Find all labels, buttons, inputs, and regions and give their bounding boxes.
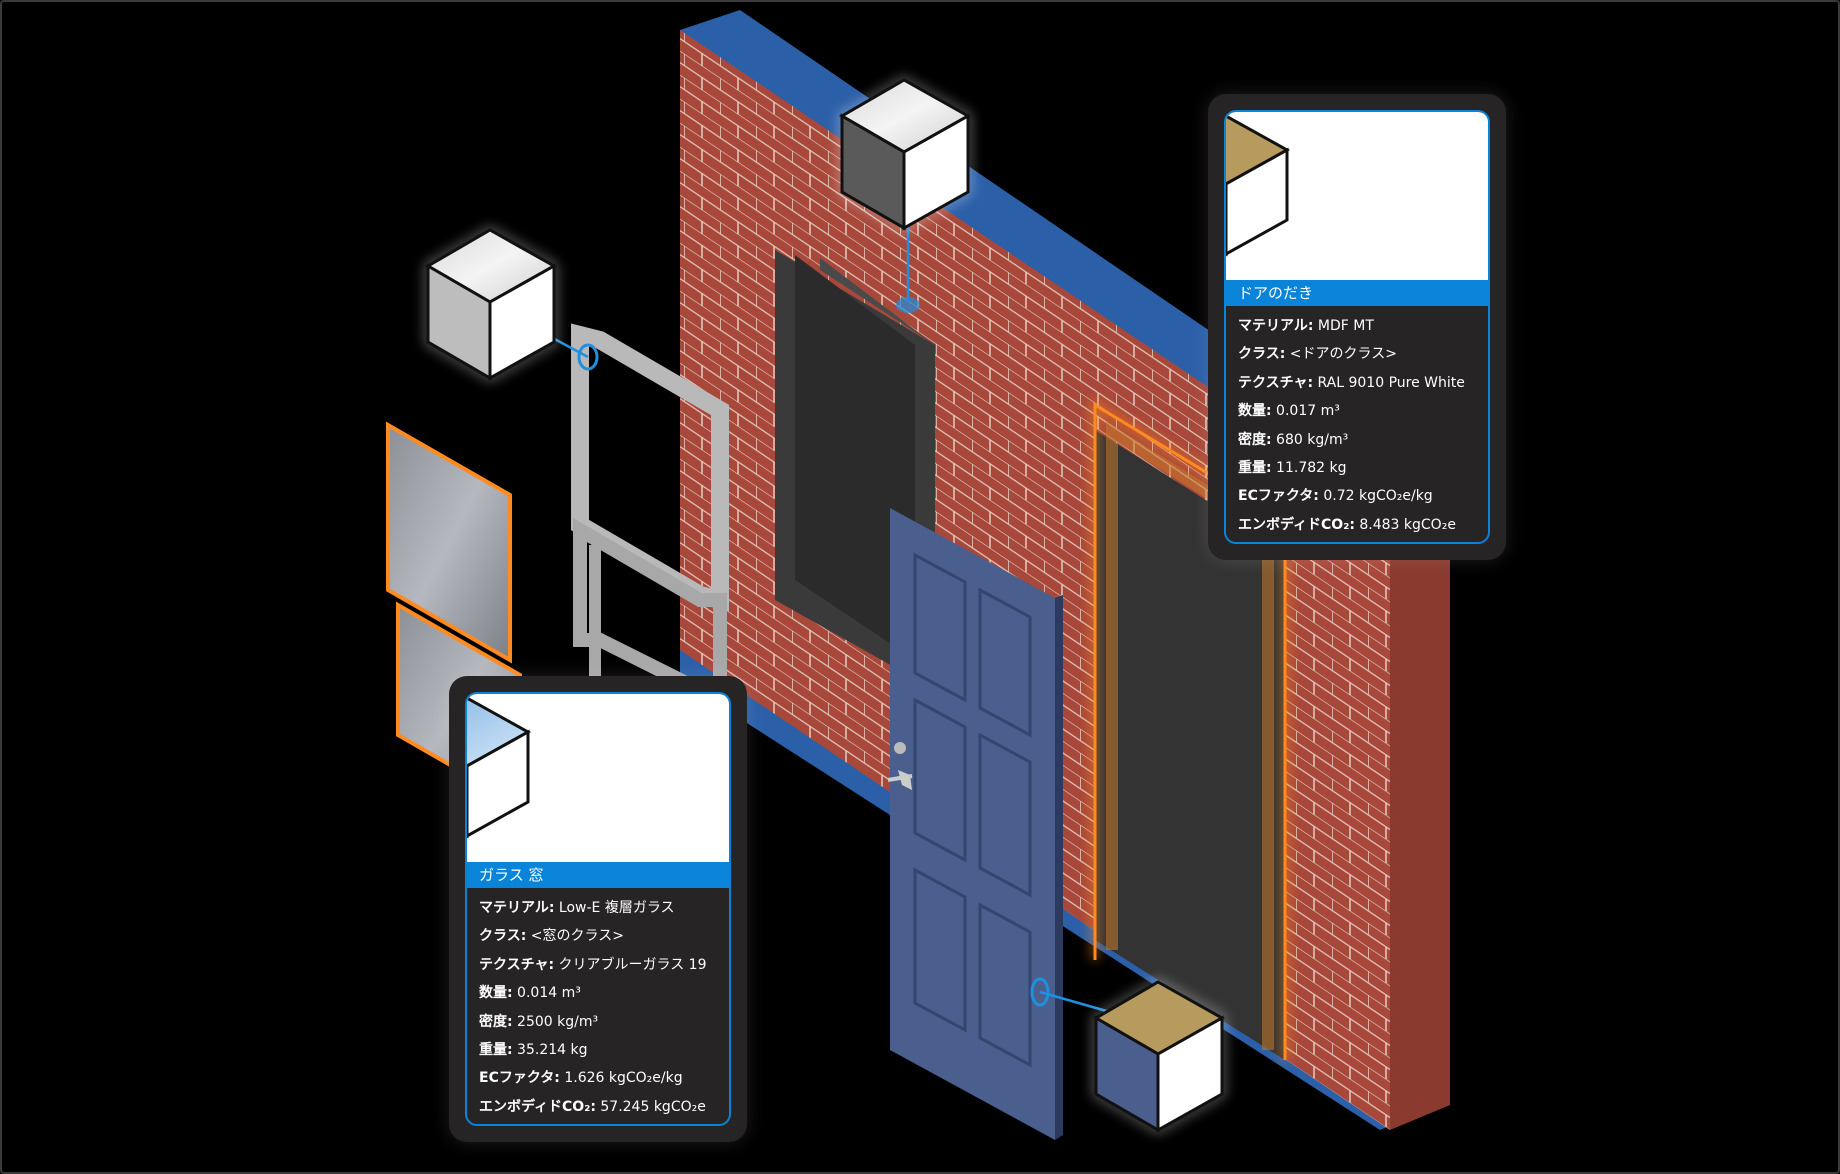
- property-row: ECファクタ: 0.72 kgCO₂e/kg: [1238, 488, 1433, 505]
- property-row: 数量: 0.017 m³: [1238, 403, 1340, 420]
- door-opening: [1095, 430, 1285, 1060]
- glass-cube-icon: [467, 696, 532, 839]
- window-glass-card-image: [467, 694, 729, 862]
- property-row: 数量: 0.014 m³: [479, 985, 581, 1002]
- card-title: ガラス 窓: [467, 862, 729, 888]
- property-list: マテリアル: MDF MT クラス: <ドアのクラス> テクスチャ: RAL 9…: [1226, 306, 1488, 539]
- property-row: 密度: 2500 kg/m³: [479, 1013, 599, 1030]
- property-row: ECファクタ: 1.626 kgCO₂e/kg: [479, 1070, 683, 1087]
- property-row: テクスチャ: クリアブルーガラス 19: [479, 956, 707, 973]
- property-row: 重量: 35.214 kg: [479, 1042, 588, 1059]
- window-glass-card-body: ガラス 窓 マテリアル: Low-E 複層ガラス クラス: <窓のクラス> テク…: [465, 692, 731, 1126]
- door: [887, 508, 1063, 1140]
- property-row: エンボディドCO₂: 57.245 kgCO₂e: [479, 1098, 706, 1115]
- window-glass-info-card: ガラス 窓 マテリアル: Low-E 複層ガラス クラス: <窓のクラス> テク…: [449, 676, 747, 1142]
- wall-opening-material-cube-icon: [838, 75, 972, 233]
- property-row: エンボディドCO₂: 8.483 kgCO₂e: [1238, 516, 1456, 533]
- window-frame-material-cube-icon: [424, 225, 558, 383]
- property-list: マテリアル: Low-E 複層ガラス クラス: <窓のクラス> テクスチャ: ク…: [467, 888, 729, 1121]
- property-row: クラス: <ドアのクラス>: [1238, 346, 1397, 363]
- material-cube-icon: [1226, 114, 1291, 257]
- door-frame-info-card: ドアのだき マテリアル: MDF MT クラス: <ドアのクラス> テクスチャ:…: [1208, 94, 1506, 560]
- door-frame-card-image: [1226, 112, 1488, 280]
- property-row: 密度: 680 kg/m³: [1238, 431, 1349, 448]
- wall-end: [1390, 490, 1450, 1130]
- property-row: マテリアル: Low-E 複層ガラス: [479, 900, 675, 916]
- door-frame-highlight: [1092, 399, 1288, 1060]
- door-frame-card-body: ドアのだき マテリアル: MDF MT クラス: <ドアのクラス> テクスチャ:…: [1224, 110, 1490, 544]
- property-row: 重量: 11.782 kg: [1238, 460, 1347, 477]
- property-row: テクスチャ: RAL 9010 Pure White: [1238, 374, 1465, 391]
- door-material-cube-icon: [1092, 977, 1226, 1135]
- property-row: マテリアル: MDF MT: [1238, 318, 1374, 334]
- card-title: ドアのだき: [1226, 280, 1488, 306]
- property-row: クラス: <窓のクラス>: [479, 928, 624, 945]
